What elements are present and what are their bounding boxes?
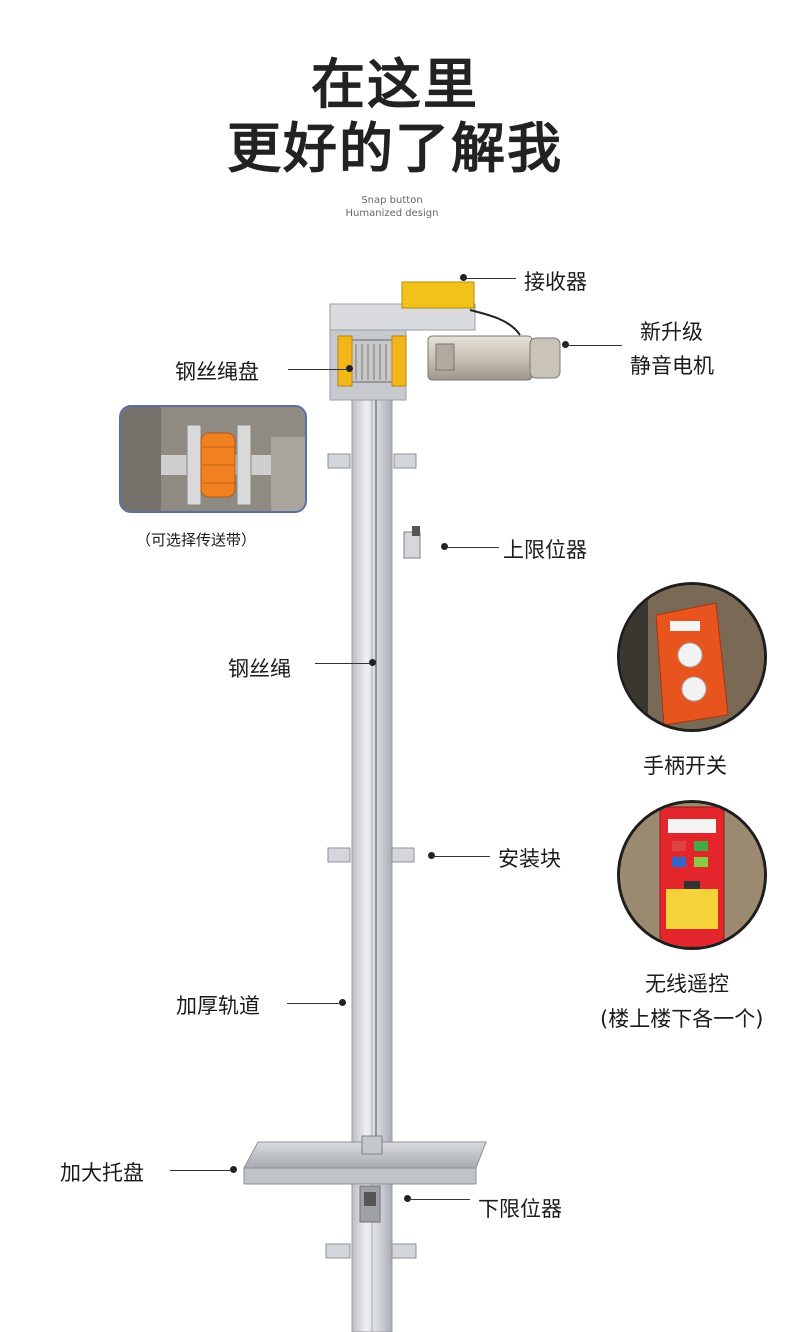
- lower-limit-label: 下限位器: [478, 1197, 562, 1221]
- belt-option-photo: [119, 405, 307, 513]
- mount-block-pointer-dot: [428, 852, 435, 859]
- wire-rope-pointer-dot: [369, 659, 376, 666]
- lower-limit-pointer-dot: [404, 1195, 411, 1202]
- rail-pointer-dot: [339, 999, 346, 1006]
- rope-drum-label: 钢丝绳盘: [175, 360, 259, 384]
- upper-limit-label: 上限位器: [503, 538, 587, 562]
- receiver-pointer-dot: [460, 274, 467, 281]
- handle-switch-photo: [617, 582, 767, 732]
- heading-line-2: 更好的了解我: [227, 117, 563, 180]
- wireless-remote-note: (楼上楼下各一个): [600, 1007, 764, 1031]
- receiver-box: [401, 281, 475, 309]
- motor-pointer-dot: [562, 341, 569, 348]
- wireless-remote-photo: [617, 800, 767, 950]
- rope-drum-leader-line: [288, 369, 346, 370]
- lower-limit-leader-line: [408, 1199, 470, 1200]
- tray-label: 加大托盘: [60, 1161, 144, 1185]
- tray-pointer-dot: [230, 1166, 237, 1173]
- mount-block-label: 安装块: [498, 847, 561, 871]
- motor-label-line-1: 新升级: [640, 320, 703, 344]
- motor-label-line-2: 静音电机: [630, 354, 714, 378]
- receiver-label: 接收器: [524, 270, 587, 294]
- wire-rope-leader-line: [315, 663, 369, 664]
- mount-block-leader-line: [432, 856, 490, 857]
- belt-option-caption: （可选择传送带）: [136, 531, 257, 549]
- upper-limit-leader-line: [445, 547, 499, 548]
- mount-bracket: [325, 453, 417, 1259]
- upper-limit-pointer-dot: [441, 543, 448, 550]
- tray-leader-line: [170, 1170, 230, 1171]
- rail-label: 加厚轨道: [176, 994, 260, 1018]
- subheading-line-2: Humanized design: [345, 208, 439, 219]
- subheading-line-1: Snap button: [361, 195, 423, 206]
- rope-drum-pointer-dot: [346, 365, 353, 372]
- motor-leader-line: [566, 345, 622, 346]
- lift-product-illustration: [243, 281, 561, 1332]
- wire-rope-label: 钢丝绳: [228, 657, 291, 681]
- handle-switch-label: 手柄开关: [643, 754, 727, 778]
- rail-leader-line: [287, 1003, 339, 1004]
- receiver-leader-line: [464, 278, 516, 279]
- wireless-remote-label: 无线遥控: [645, 972, 729, 996]
- heading-line-1: 在这里: [311, 53, 479, 116]
